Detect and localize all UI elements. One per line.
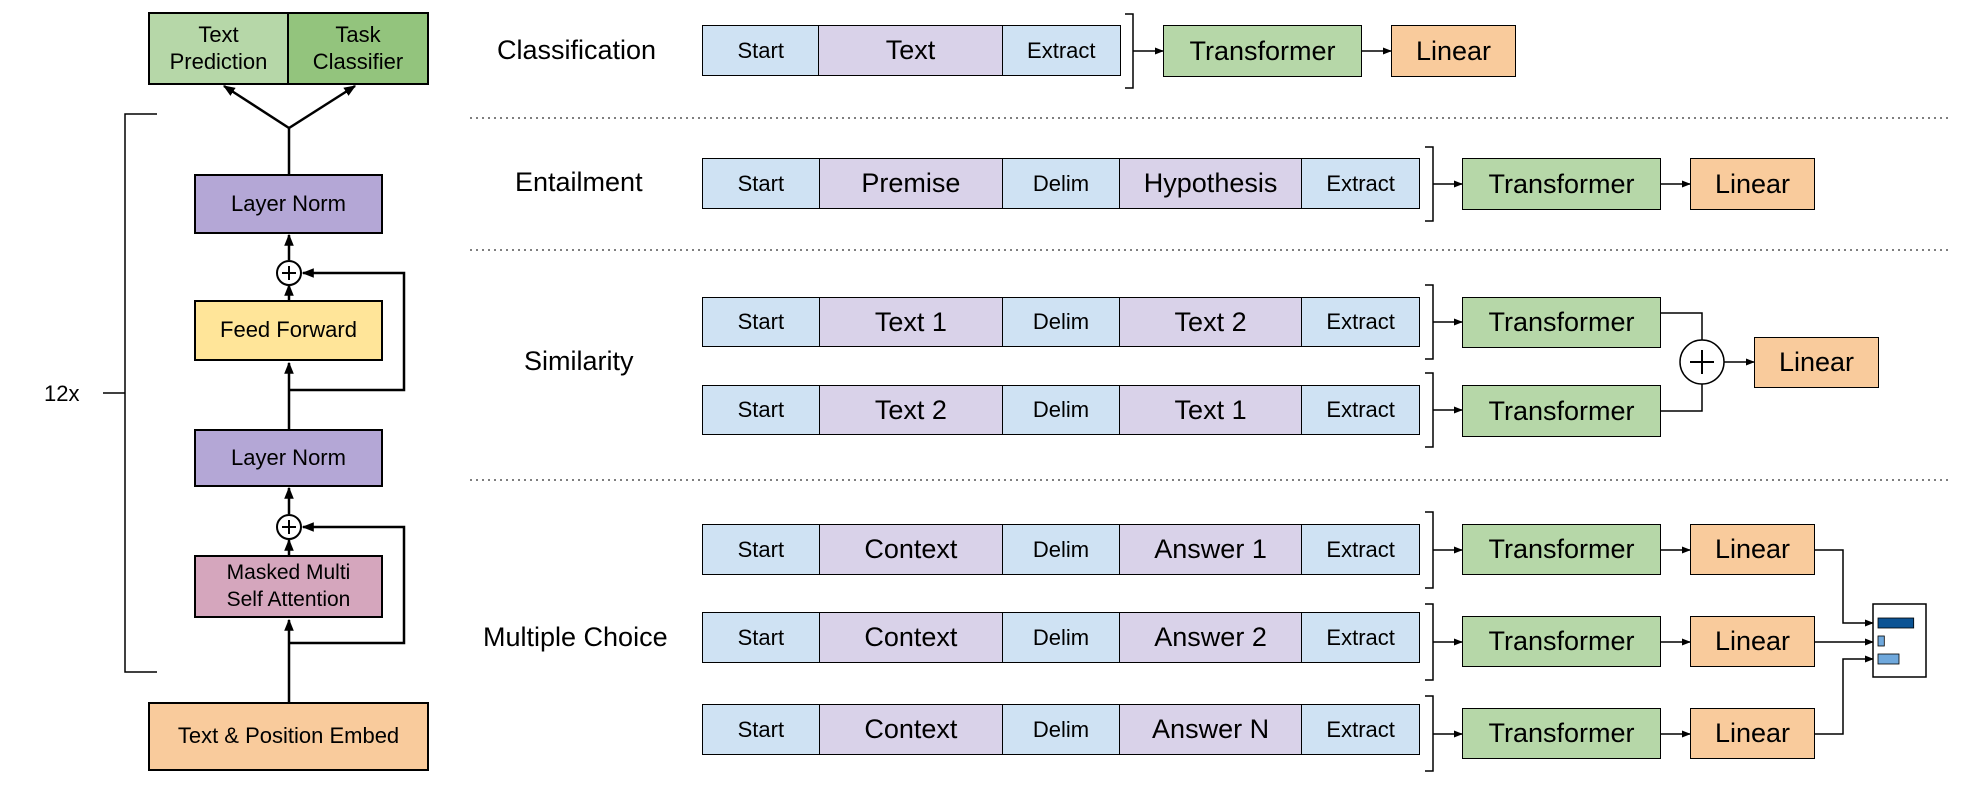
token-sequence: Start Context Delim Answer 2 Extract bbox=[702, 612, 1420, 663]
token-sequence: Start Context Delim Answer 1 Extract bbox=[702, 524, 1420, 575]
masked-self-attention: Masked Multi Self Attention bbox=[194, 555, 383, 618]
transformer-box: Transformer bbox=[1462, 385, 1661, 437]
token-extract: Extract bbox=[1302, 386, 1419, 434]
transformer-box: Transformer bbox=[1462, 158, 1661, 210]
task-label-multiple-choice: Multiple Choice bbox=[483, 622, 668, 652]
token-context: Context bbox=[819, 525, 1004, 574]
linear-label: Linear bbox=[1415, 35, 1492, 66]
layer-norm-top-label: Layer Norm bbox=[231, 190, 346, 216]
transformer-box: Transformer bbox=[1462, 616, 1661, 667]
linear-label: Linear bbox=[1714, 626, 1791, 657]
transformer-label: Transformer bbox=[1488, 168, 1635, 199]
linear-box: Linear bbox=[1690, 616, 1815, 667]
token-extract: Extract bbox=[1302, 705, 1419, 754]
transformer-label: Transformer bbox=[1189, 35, 1336, 66]
text-prediction-head: Text Prediction bbox=[148, 12, 289, 85]
token-text-1: Text 1 bbox=[1119, 386, 1303, 434]
token-sequence: Start Context Delim Answer N Extract bbox=[702, 704, 1420, 755]
linear-label: Linear bbox=[1714, 718, 1791, 749]
transformer-box: Transformer bbox=[1462, 297, 1661, 348]
token-start: Start bbox=[703, 525, 820, 574]
token-start: Start bbox=[703, 298, 820, 346]
linear-label: Linear bbox=[1714, 168, 1791, 199]
linear-label: Linear bbox=[1778, 347, 1855, 378]
layer-norm-bottom-label: Layer Norm bbox=[231, 444, 346, 470]
feed-forward: Feed Forward bbox=[194, 300, 383, 361]
token-text-2: Text 2 bbox=[819, 386, 1004, 434]
transformer-label: Transformer bbox=[1488, 395, 1635, 426]
token-sequence: Start Premise Delim Hypothesis Extract bbox=[702, 158, 1420, 209]
token-hypothesis: Hypothesis bbox=[1119, 159, 1303, 208]
text-position-embed: Text & Position Embed bbox=[148, 702, 429, 771]
token-delim: Delim bbox=[1003, 525, 1120, 574]
linear-box: Linear bbox=[1754, 337, 1879, 388]
transformer-box: Transformer bbox=[1462, 708, 1661, 759]
token-start: Start bbox=[703, 386, 820, 434]
transformer-label: Transformer bbox=[1488, 534, 1635, 565]
residual-add-icon bbox=[276, 260, 302, 286]
softmax-bars bbox=[1877, 617, 1915, 665]
task-classifier-head: Task Classifier bbox=[287, 12, 429, 85]
feed-forward-label: Feed Forward bbox=[220, 317, 357, 343]
softmax-bar-3 bbox=[1877, 653, 1900, 665]
softmax-bar-2 bbox=[1877, 635, 1885, 647]
linear-box: Linear bbox=[1690, 708, 1815, 759]
task-classifier-label: Task Classifier bbox=[312, 22, 404, 74]
linear-box: Linear bbox=[1391, 25, 1516, 77]
token-extract: Extract bbox=[1002, 26, 1120, 75]
transformer-box: Transformer bbox=[1462, 524, 1661, 575]
residual-add-icon bbox=[276, 514, 302, 540]
softmax-bar-1 bbox=[1877, 617, 1915, 629]
token-sequence: Start Text Extract bbox=[702, 25, 1121, 76]
token-text-2: Text 2 bbox=[1119, 298, 1303, 346]
task-label-entailment: Entailment bbox=[515, 167, 643, 197]
token-answer-2: Answer 2 bbox=[1119, 613, 1303, 662]
text-prediction-label: Text Prediction bbox=[169, 22, 268, 74]
transformer-label: Transformer bbox=[1488, 307, 1635, 338]
token-answer-1: Answer 1 bbox=[1119, 525, 1303, 574]
transformer-label: Transformer bbox=[1488, 626, 1635, 657]
transformer-label: Transformer bbox=[1488, 718, 1635, 749]
token-premise: Premise bbox=[819, 159, 1004, 208]
token-delim: Delim bbox=[1003, 705, 1120, 754]
token-delim: Delim bbox=[1003, 613, 1120, 662]
token-extract: Extract bbox=[1302, 613, 1419, 662]
token-delim: Delim bbox=[1003, 386, 1120, 434]
token-sequence: Start Text 1 Delim Text 2 Extract bbox=[702, 297, 1420, 347]
token-sequence: Start Text 2 Delim Text 1 Extract bbox=[702, 385, 1420, 435]
token-extract: Extract bbox=[1302, 298, 1419, 346]
token-text: Text bbox=[819, 26, 1003, 75]
token-delim: Delim bbox=[1003, 298, 1120, 346]
token-delim: Delim bbox=[1003, 159, 1120, 208]
linear-label: Linear bbox=[1714, 534, 1791, 565]
token-start: Start bbox=[703, 705, 820, 754]
layer-norm-top: Layer Norm bbox=[194, 174, 383, 234]
token-start: Start bbox=[703, 26, 820, 75]
task-label-similarity: Similarity bbox=[524, 346, 634, 376]
transformer-box: Transformer bbox=[1163, 25, 1362, 77]
token-answer-n: Answer N bbox=[1119, 705, 1303, 754]
token-extract: Extract bbox=[1302, 159, 1419, 208]
linear-box: Linear bbox=[1690, 158, 1815, 210]
layer-norm-bottom: Layer Norm bbox=[194, 429, 383, 487]
repeat-label: 12x bbox=[44, 381, 80, 406]
repeat-bracket bbox=[124, 113, 157, 673]
task-label-classification: Classification bbox=[497, 35, 657, 65]
text-position-embed-label: Text & Position Embed bbox=[177, 723, 400, 749]
token-context: Context bbox=[819, 613, 1004, 662]
token-start: Start bbox=[703, 613, 820, 662]
masked-self-attention-label: Masked Multi Self Attention bbox=[226, 561, 351, 611]
token-start: Start bbox=[703, 159, 820, 208]
token-context: Context bbox=[819, 705, 1004, 754]
token-text-1: Text 1 bbox=[819, 298, 1004, 346]
linear-box: Linear bbox=[1690, 524, 1815, 575]
token-extract: Extract bbox=[1302, 525, 1419, 574]
